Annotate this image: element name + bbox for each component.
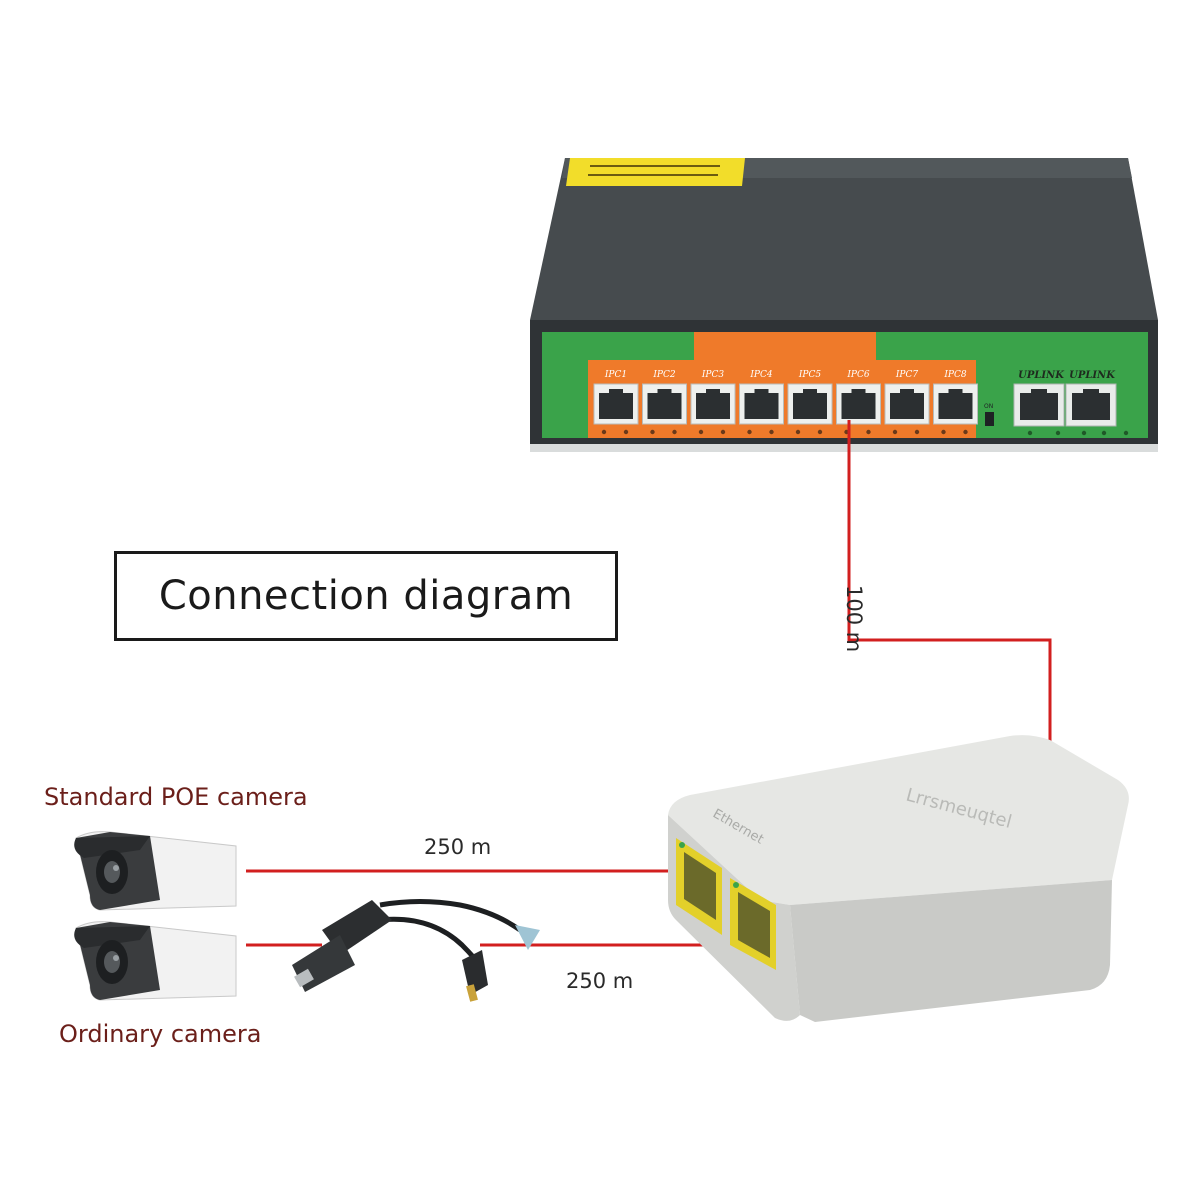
port-led <box>892 429 898 435</box>
poe-port-label: IPC4 <box>749 370 772 380</box>
poe-port-notch <box>900 389 914 395</box>
extender-ports <box>676 838 776 970</box>
port-led <box>795 429 801 435</box>
port-led <box>866 429 871 435</box>
port-led <box>914 429 920 435</box>
warning-sticker <box>566 158 745 186</box>
distance-label-switch: 100 m <box>842 585 866 653</box>
poe-port-socket <box>647 393 682 419</box>
port-led <box>672 429 677 435</box>
poe-port-socket <box>938 393 973 419</box>
poe-extender: Lrrsmeuqtel Ethernet <box>668 735 1129 1022</box>
uplink-led <box>1027 430 1033 436</box>
uplink-ports <box>1013 383 1117 427</box>
distance-label-poe-camera: 250 m <box>424 835 492 859</box>
poe-port-label: IPC3 <box>701 370 724 380</box>
port-led <box>747 429 752 435</box>
port-led <box>698 429 704 435</box>
poe-port-label: IPC2 <box>652 370 675 380</box>
uplink-led <box>1081 430 1087 436</box>
port-led <box>769 429 774 435</box>
ordinary-camera <box>74 921 237 1001</box>
poe-switch: IPC1 IPC2 IPC3 IPC4 IPC5 IPC6 IPC7 IPC8 ON UPLI… <box>530 158 1158 452</box>
poe-port-notch <box>803 389 817 395</box>
poe-port-socket <box>841 393 876 419</box>
poe-ports <box>593 383 978 425</box>
poe-port-socket <box>890 393 924 419</box>
poe-port-notch <box>948 389 963 395</box>
uplink-label: UPLINK <box>1018 370 1065 381</box>
port-led <box>601 429 607 435</box>
poe-port-socket <box>793 393 827 419</box>
poe-port-notch <box>754 389 769 395</box>
svg-text:ON: ON <box>984 403 993 410</box>
uplink-led <box>1055 430 1061 436</box>
port-led <box>720 429 726 435</box>
uplink-label: UPLINK <box>1069 370 1116 381</box>
poe-port-notch <box>851 389 866 395</box>
poe-port-label: IPC5 <box>798 370 821 380</box>
port-leds <box>601 429 1129 436</box>
poe-splitter <box>292 899 540 1002</box>
poe-port-socket <box>744 393 779 419</box>
ordinary-camera-label: Ordinary camera <box>59 1020 262 1048</box>
port-led <box>817 429 823 435</box>
uplink-led <box>1101 430 1107 436</box>
poe-port-label: IPC6 <box>846 370 869 380</box>
poe-port-labels: IPC1 IPC2 IPC3 IPC4 IPC5 IPC6 IPC7 IPC8 <box>604 370 967 380</box>
cables <box>246 420 1052 947</box>
port-led <box>963 429 968 435</box>
poe-port-label: IPC8 <box>943 370 966 380</box>
cable-switch-to-extender <box>847 420 1052 760</box>
distance-label-ordinary-camera: 250 m <box>566 969 634 993</box>
port-led <box>623 429 629 435</box>
poe-port-socket <box>696 393 730 419</box>
title-box: Connection diagram <box>114 551 618 641</box>
poe-port-label: IPC7 <box>895 370 918 380</box>
poe-port-socket <box>599 393 633 419</box>
port-led <box>650 429 655 435</box>
standard-poe-camera <box>74 831 237 911</box>
poe-port-notch <box>657 389 672 395</box>
uplink-led <box>1123 430 1129 436</box>
poe-port-notch <box>609 389 623 395</box>
poe-port-notch <box>706 389 720 395</box>
diagram-title: Connection diagram <box>158 573 574 619</box>
port-led <box>941 429 946 435</box>
poe-port-label: IPC1 <box>604 370 627 380</box>
mode-switch: ON <box>984 403 994 426</box>
standard-camera-label: Standard POE camera <box>44 783 308 811</box>
